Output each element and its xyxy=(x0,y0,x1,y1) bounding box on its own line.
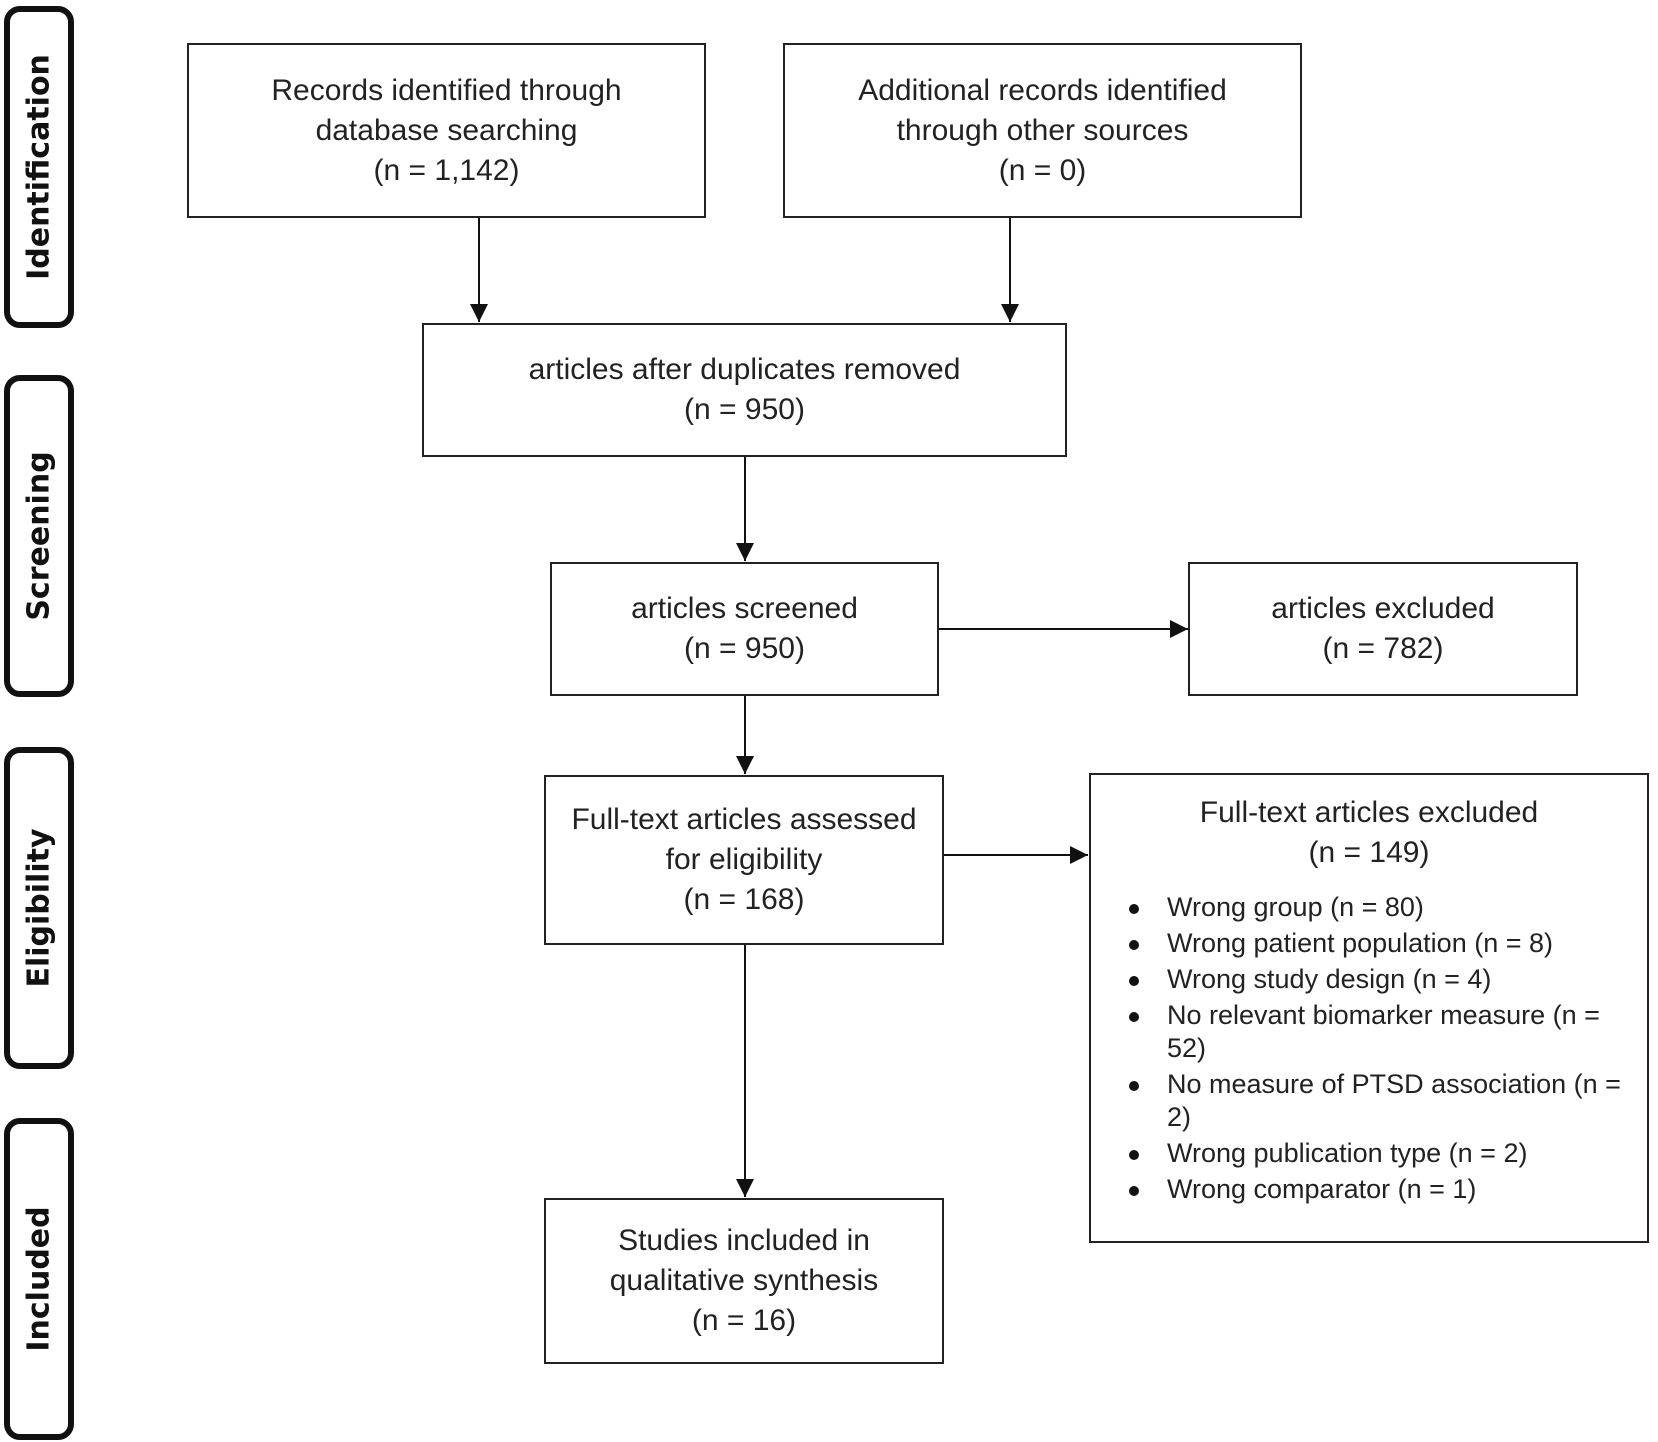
bullet-icon xyxy=(1129,1012,1139,1022)
box-fulltext-assessed: Full-text articles assessed for eligibil… xyxy=(544,775,944,945)
bullet-icon xyxy=(1129,976,1139,986)
box-screened-line1: articles screened xyxy=(631,592,858,625)
box-excluded-line1: articles excluded xyxy=(1271,592,1495,625)
box-included-line2: qualitative synthesis xyxy=(609,1264,879,1297)
box-other-line2: through other sources xyxy=(896,113,1189,147)
box-duplicates-line1: articles after duplicates removed xyxy=(528,353,961,386)
exclusion-reason: Wrong patient population (n = 8) xyxy=(1091,927,1647,960)
exclusion-reason-text: Wrong comparator (n = 1) xyxy=(1167,1174,1477,1204)
box-included-count: (n = 16) xyxy=(691,1304,797,1337)
box-excluded-count: (n = 782) xyxy=(1322,632,1444,665)
box-articles-excluded: articles excluded (n = 782) xyxy=(1188,562,1578,696)
exclusion-reason: No relevant biomarker measure (n = 52) xyxy=(1091,999,1647,1065)
exclusion-reason: Wrong study design (n = 4) xyxy=(1091,963,1647,996)
box-other-line1: Additional records identified xyxy=(858,73,1227,107)
bullet-icon xyxy=(1129,904,1139,914)
exclusion-reason: Wrong comparator (n = 1) xyxy=(1091,1173,1647,1206)
exclusion-reason-text: Wrong publication type (n = 2) xyxy=(1167,1138,1528,1168)
box-articles-screened: articles screened (n = 950) xyxy=(550,562,939,696)
exclusion-reason: Wrong publication type (n = 2) xyxy=(1091,1137,1647,1170)
box-database-count: (n = 1,142) xyxy=(373,153,520,187)
box-included-line1: Studies included in xyxy=(618,1224,870,1257)
box-database-line1: Records identified through xyxy=(271,73,622,107)
box-fulltext-line1: Full-text articles assessed xyxy=(571,803,917,836)
exclusion-reason: No measure of PTSD association (n = 2) xyxy=(1091,1068,1647,1134)
phase-screening: Screening xyxy=(4,375,74,697)
exclusion-reason: Wrong group (n = 80) xyxy=(1091,891,1647,924)
box-other-count: (n = 0) xyxy=(998,153,1087,187)
phase-identification: Identification xyxy=(4,6,74,328)
exclusion-reason-text: Wrong group (n = 80) xyxy=(1167,892,1424,922)
box-fulltext-excluded: Full-text articles excluded (n = 149) Wr… xyxy=(1089,773,1649,1243)
box-duplicates-count: (n = 950) xyxy=(684,393,805,426)
phase-eligibility: Eligibility xyxy=(4,747,74,1069)
box-other-records: Additional records identified through ot… xyxy=(783,43,1302,218)
exclusion-reason-text: No relevant biomarker measure (n = 52) xyxy=(1167,1000,1600,1063)
box-fulltext-line2: for eligibility xyxy=(665,843,823,876)
box-fulltext-excluded-title: Full-text articles excluded xyxy=(1199,796,1539,829)
bullet-icon xyxy=(1129,1081,1139,1091)
box-fulltext-excluded-count: (n = 149) xyxy=(1308,836,1430,869)
exclusion-reason-text: Wrong study design (n = 4) xyxy=(1167,964,1492,994)
exclusion-reason-text: Wrong patient population (n = 8) xyxy=(1167,928,1554,958)
bullet-icon xyxy=(1129,1186,1139,1196)
box-database-line2: database searching xyxy=(315,113,578,147)
bullet-icon xyxy=(1129,940,1139,950)
box-database-records: Records identified through database sear… xyxy=(187,43,706,218)
bullet-icon xyxy=(1129,1150,1139,1160)
box-studies-included: Studies included in qualitative synthesi… xyxy=(544,1198,944,1364)
phase-included: Included xyxy=(4,1118,74,1440)
box-fulltext-count: (n = 168) xyxy=(683,883,805,916)
box-screened-count: (n = 950) xyxy=(684,632,805,665)
exclusion-reason-text: No measure of PTSD association (n = 2) xyxy=(1167,1069,1621,1132)
box-duplicates-removed: articles after duplicates removed (n = 9… xyxy=(422,323,1067,457)
exclusion-reasons-list: Wrong group (n = 80) Wrong patient popul… xyxy=(1091,891,1647,1206)
